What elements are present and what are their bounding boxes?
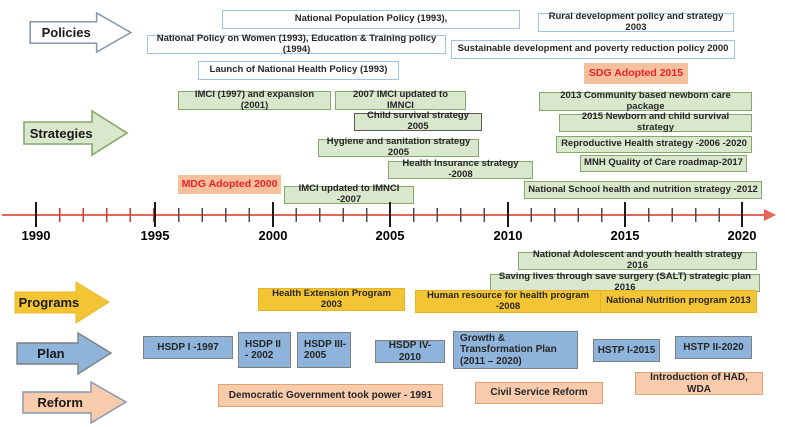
right-arrow-shape [14, 281, 110, 324]
policy-box: Sustainable development and poverty redu… [451, 40, 735, 59]
strategy-box: Health Insurance strategy -2008 [388, 159, 533, 180]
strategy-box: IMCI (1997) and expansion (2001) [178, 89, 331, 110]
axis-major-tick [507, 202, 509, 227]
strategies-row-label: Strategies [29, 125, 93, 141]
axis-minor-ticks [37, 208, 155, 222]
reform-row-label: Reform [37, 395, 83, 410]
milestone-badge: SDG Adopted 2015 [584, 63, 688, 84]
axis-major-tick [272, 202, 274, 227]
plan-row-label: Plan [37, 346, 65, 361]
strategy-box: Hygiene and sanitation strategy 2005 [318, 137, 479, 158]
strategies-arrow: Strategies [23, 109, 129, 157]
plan-box: Growth & Transformation Plan (2011 – 202… [453, 331, 578, 369]
year-label: 2020 [727, 228, 757, 243]
year-label: 2000 [258, 228, 288, 243]
program-box: Health Extension Program 2003 [258, 288, 405, 311]
programs-arrow: Programs [14, 281, 111, 324]
year-label: 2005 [375, 228, 405, 243]
plan-box: HSDP I -1997 [143, 336, 233, 359]
milestone-badge: MDG Adopted 2000 [178, 175, 281, 194]
plan-box: HSTP I-2015 [593, 339, 660, 362]
year-label: 1990 [21, 228, 51, 243]
reform-box: Introduction of HAD, WDA [635, 372, 763, 395]
strategy-box: National School health and nutrition str… [524, 181, 762, 199]
strategy-box: 2015 Newborn and child survival strategy [559, 112, 752, 133]
axis-major-tick [389, 202, 391, 227]
reform-box: Civil Service Reform [475, 382, 603, 404]
strategy-box: Child survival strategy 2005 [354, 111, 482, 132]
plan-box: HSDP IV-2010 [375, 340, 445, 363]
strategy-box: 2007 IMCI updated to IMNCI [335, 89, 466, 110]
axis-arrowhead-icon [764, 209, 776, 221]
right-arrow-shape [16, 331, 113, 376]
plan-box: HSDP II - 2002 [238, 332, 291, 368]
strategy-box: IMCI updated to IMNCI -2007 [284, 184, 414, 205]
strategy-box: MNH Quality of Care roadmap-2017 [580, 155, 747, 172]
policy-box: Rural development policy and strategy 20… [538, 11, 734, 32]
programs-row-label: Programs [18, 295, 80, 310]
year-label: 2015 [610, 228, 640, 243]
strategy-box: National Adolescent and youth health str… [518, 250, 757, 271]
plan-box: HSTP II-2020 [675, 336, 752, 359]
reform-box: Democratic Government took power - 1991 [218, 384, 443, 407]
axis-minor-ticks [156, 208, 742, 222]
policies-arrow: Policies [28, 11, 134, 54]
right-arrow-shape [29, 11, 133, 54]
year-label: 1995 [140, 228, 170, 243]
strategy-box: 2013 Community based newborn care packag… [539, 90, 752, 111]
axis-major-tick [741, 202, 743, 227]
policy-box: National Policy on Women (1993), Educati… [147, 33, 446, 54]
reform-arrow: Reform [22, 381, 128, 424]
axis-major-tick [624, 202, 626, 227]
axis-major-tick [35, 202, 37, 227]
axis-major-tick [154, 202, 156, 227]
strategy-box: Reproductive Health strategy -2006 -2020 [556, 136, 752, 153]
policy-box: Launch of National Health Policy (1993) [198, 61, 399, 80]
plan-box: HSDP III- 2005 [297, 332, 351, 368]
year-label: 2010 [493, 228, 523, 243]
plan-arrow: Plan [16, 331, 113, 376]
program-box: National Nutrition program 2013 [600, 290, 757, 313]
program-box: Human resource for health program -2008 [415, 290, 601, 313]
right-arrow-shape [22, 381, 128, 424]
right-arrow-shape [23, 109, 129, 157]
policy-box: National Population Policy (1993), [222, 10, 520, 29]
policies-row-label: Policies [41, 25, 91, 40]
